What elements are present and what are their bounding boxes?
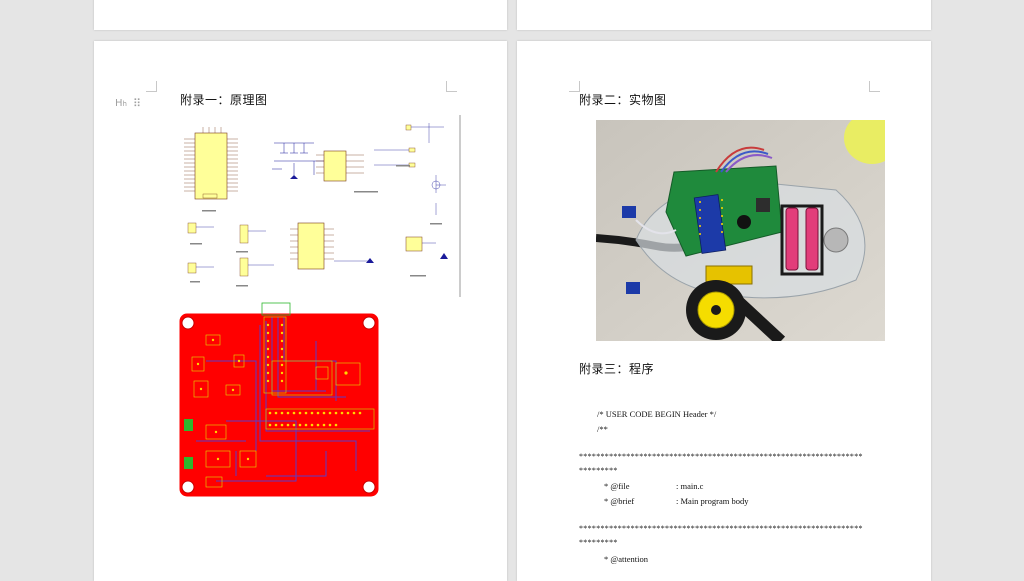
previous-page-left bbox=[94, 0, 507, 30]
appendix2-heading: 附录二：实物图 bbox=[579, 93, 667, 107]
appendix3-heading: 附录三：程序 bbox=[579, 362, 655, 376]
code-line: /** bbox=[597, 424, 608, 434]
code-line: /* USER CODE BEGIN Header */ bbox=[597, 409, 717, 419]
block-toolbar[interactable]: Hh ⠿ bbox=[115, 97, 141, 110]
pcb-layout-image bbox=[178, 302, 380, 498]
document-page-right: 附录二：实物图 bbox=[517, 41, 931, 581]
code-line: ****************************************… bbox=[579, 524, 863, 533]
previous-page-right bbox=[517, 0, 931, 30]
margin-corner-mark bbox=[869, 81, 880, 92]
code-file-line: * @file : main.c bbox=[604, 481, 884, 493]
code-line: ********* bbox=[579, 538, 618, 547]
document-page-left: Hh ⠿ 附录一：原理图 bbox=[94, 41, 507, 581]
schematic-image bbox=[174, 113, 464, 299]
robot-car-photo bbox=[596, 120, 885, 341]
code-key: * @brief bbox=[604, 496, 635, 506]
code-line: ****************************************… bbox=[579, 452, 863, 461]
code-key: * @attention bbox=[604, 554, 648, 564]
margin-corner-mark bbox=[569, 81, 580, 92]
code-brief-line: * @brief : Main program body bbox=[604, 496, 884, 508]
appendix1-heading: 附录一：原理图 bbox=[180, 93, 268, 107]
code-key: * @file bbox=[604, 481, 630, 491]
drag-handle-icon[interactable]: ⠿ bbox=[132, 97, 141, 110]
margin-corner-mark bbox=[446, 81, 457, 92]
code-line: ********* bbox=[579, 466, 618, 475]
margin-corner-mark bbox=[146, 81, 157, 92]
code-value: : main.c bbox=[676, 481, 704, 491]
heading-icon[interactable]: Hh bbox=[115, 98, 127, 109]
code-attention-line: * @attention bbox=[604, 554, 884, 566]
code-value: : Main program body bbox=[676, 496, 749, 506]
